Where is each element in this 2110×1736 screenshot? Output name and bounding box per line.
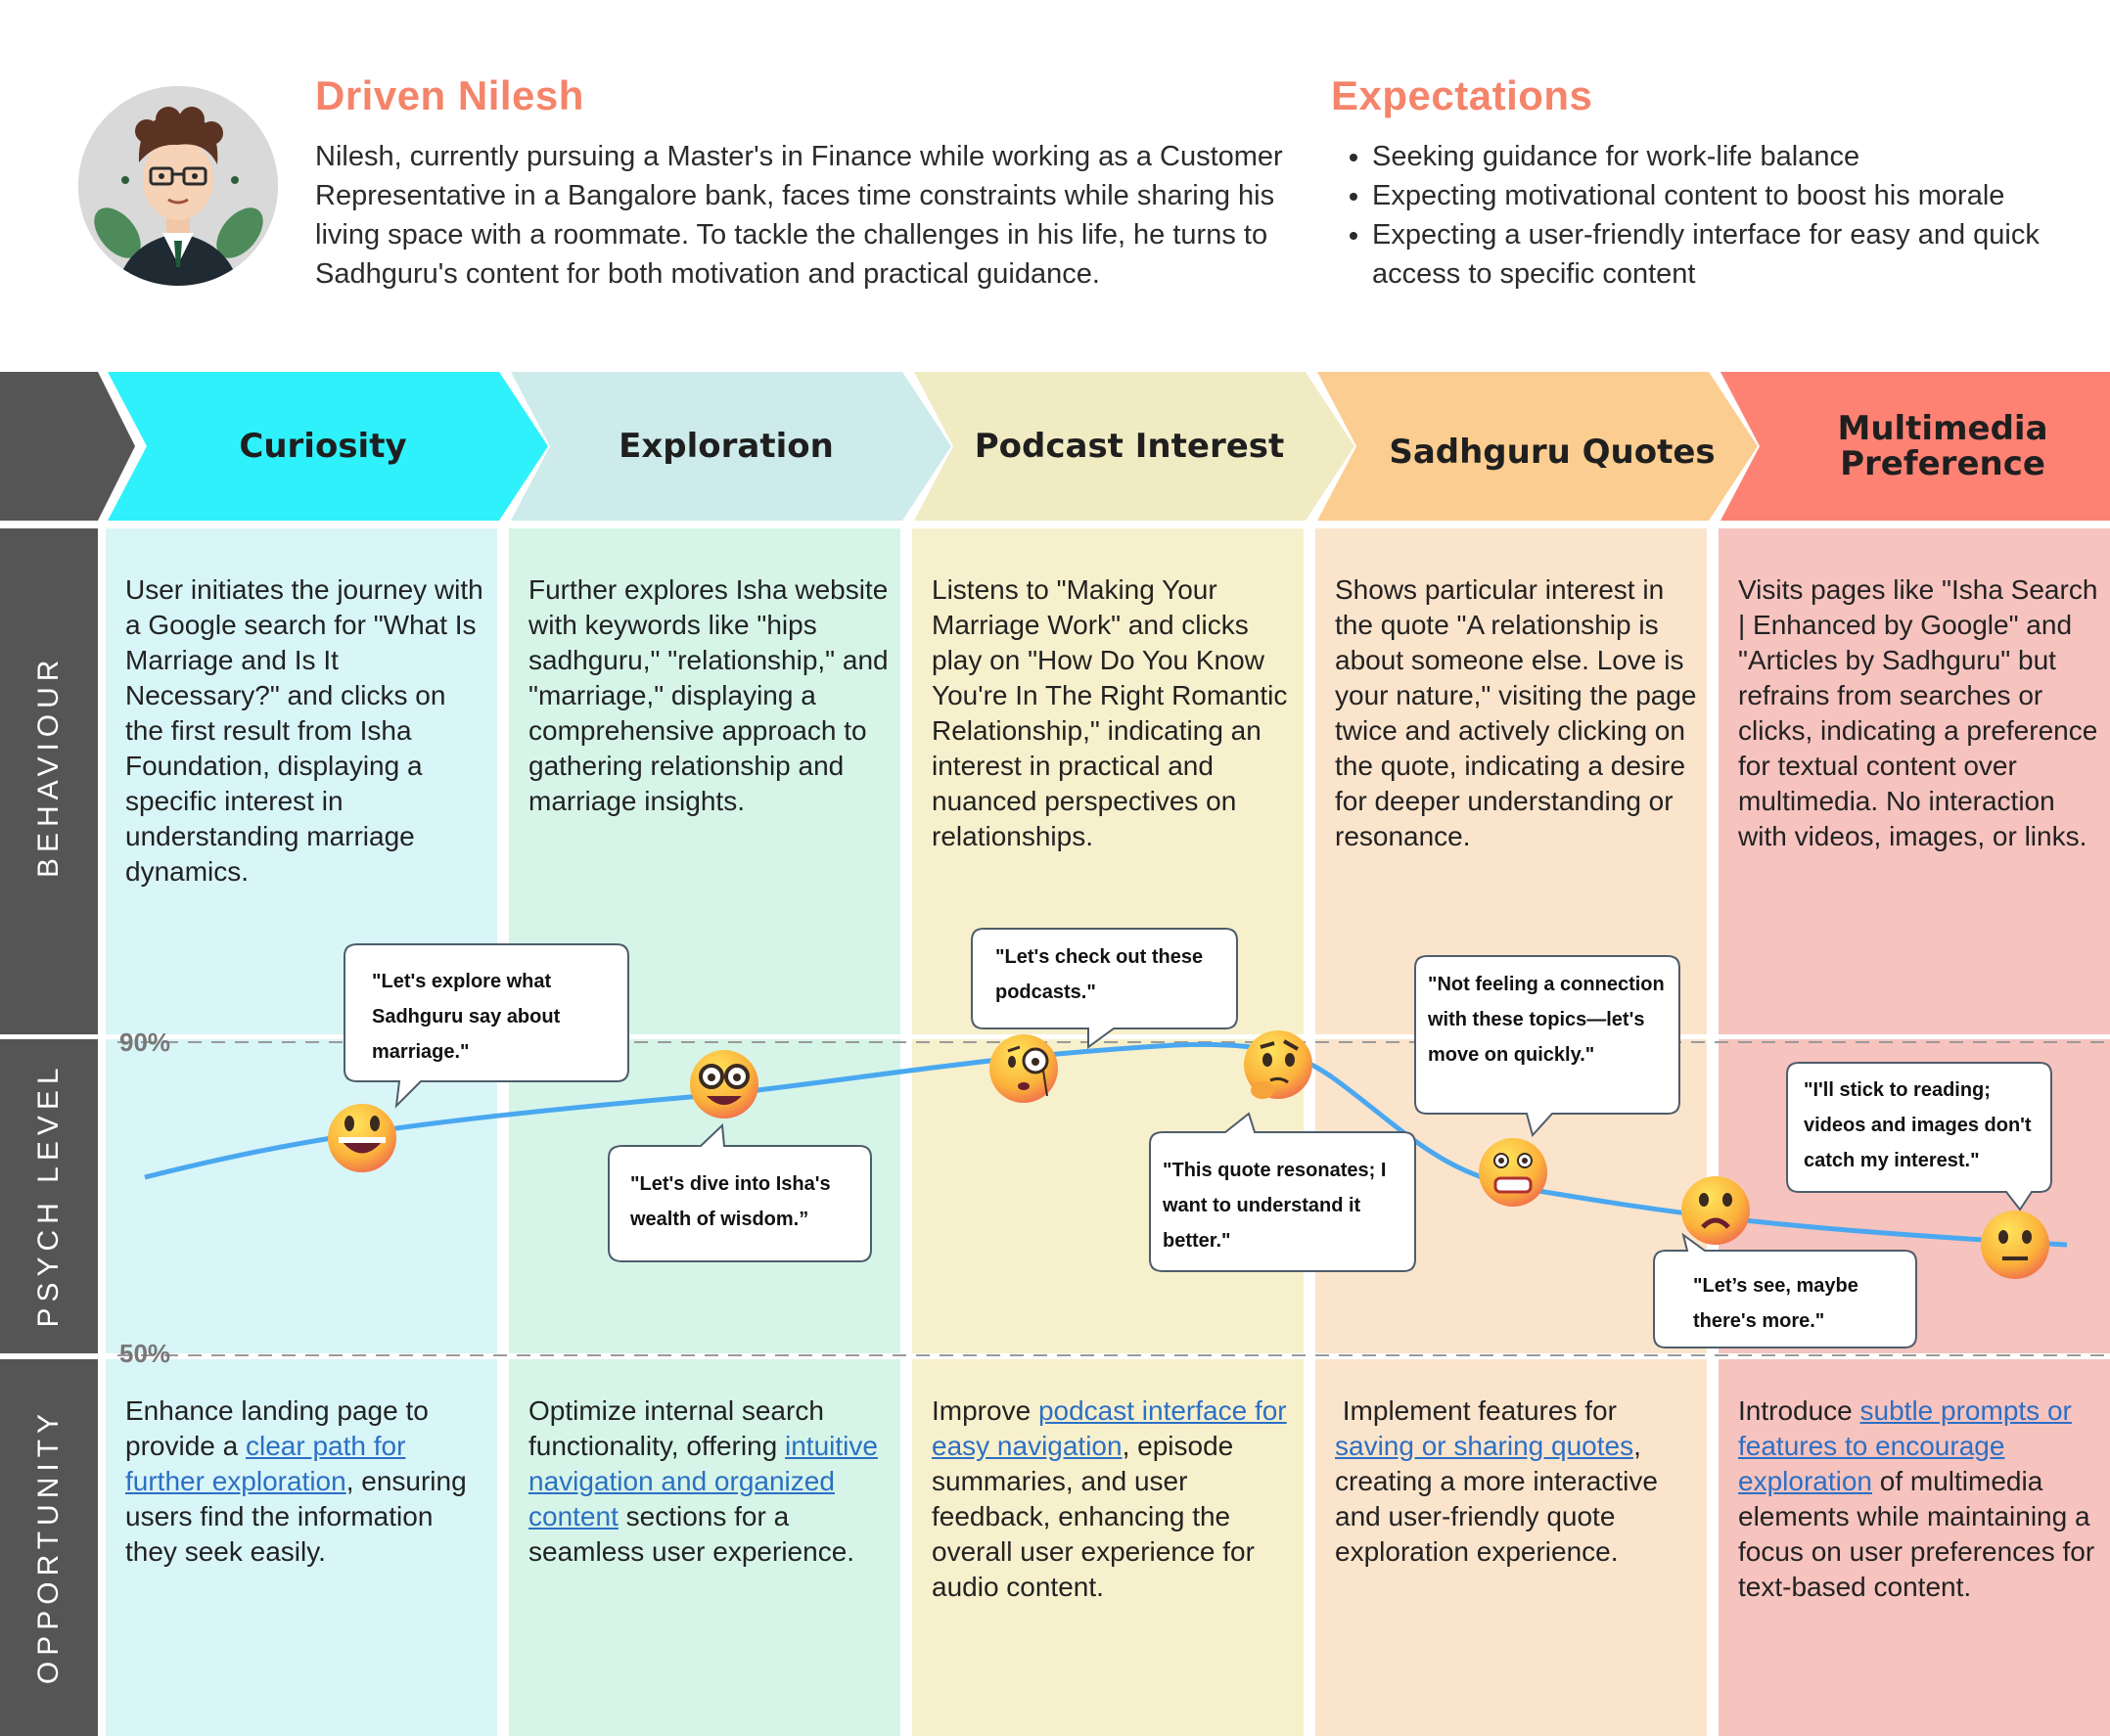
opportunity-link-exploration[interactable]: intuitive navigation and organized conte… (528, 1431, 878, 1531)
quote-quotes-no-connection: "Not feeling a connection with these top… (1428, 974, 1665, 1066)
stage-chevron-curiosity (108, 372, 548, 521)
stage-title-exploration: Exploration (619, 427, 834, 466)
stage-title-quotes: Sadhguru Quotes (1389, 433, 1716, 472)
row-label-behaviour: BEHAVIOUR (0, 528, 98, 1034)
psych-high-label: 90% (119, 1028, 171, 1057)
quote-quotes-resonates: "This quote resonates; I want to underst… (1163, 1160, 1387, 1252)
stage-chevron-exploration (511, 372, 951, 521)
persona-name: Driven Nilesh (315, 72, 584, 118)
quote-podcast: "Let's check out these podcasts." (995, 946, 1204, 1003)
opportunity-text-quotes: Implement features for saving or sharing… (1335, 1395, 1666, 1567)
expectation-item: Seeking guidance for work-life balance (1372, 137, 2110, 176)
opportunity-link-curiosity[interactable]: clear path for further exploration (125, 1431, 406, 1496)
row-label-psych: PSYCH LEVEL (0, 1039, 98, 1353)
stage-title-podcast: Podcast Interest (974, 427, 1285, 466)
opportunity-text-multimedia: Introduce subtle prompts or features to … (1738, 1395, 2095, 1602)
quote-curiosity: "Let's explore what Sadhguru say about m… (372, 971, 561, 1063)
stage-title-curiosity: Curiosity (239, 427, 407, 466)
column-bg-curiosity (106, 528, 497, 1736)
persona-illustration (78, 86, 278, 286)
persona-avatar (78, 86, 278, 286)
expectations-list: Seeking guidance for work-life balance E… (1331, 137, 2110, 294)
expectations-title: Expectations (1331, 72, 1593, 118)
stage-title-multimedia: Multimedia Preference (1762, 372, 2110, 521)
behaviour-text-quotes: Shows particular interest in the quote "… (1335, 574, 1697, 851)
psych-low-label: 50% (119, 1339, 171, 1368)
stage-chevron-multimedia (1720, 372, 2110, 521)
stage-chevron-podcast (914, 372, 1354, 521)
behaviour-text-exploration: Further explores Isha website with keywo… (528, 574, 889, 816)
opportunity-text-exploration: Optimize internal search functionality, … (528, 1395, 878, 1567)
stage-title-multimedia-text: Multimedia Preference (1837, 409, 2048, 483)
opportunity-link-podcast[interactable]: podcast interface for easy navigation (932, 1395, 1287, 1461)
opportunity-text-curiosity: Enhance landing page to provide a clear … (125, 1395, 467, 1567)
opportunity-link-multimedia[interactable]: subtle prompts or features to encourage … (1738, 1395, 2072, 1496)
behaviour-text-podcast: Listens to "Making Your Marriage Work" a… (932, 574, 1288, 851)
header-corner-arrow (0, 372, 135, 521)
expectation-item: Expecting a user-friendly interface for … (1372, 215, 2110, 294)
expectation-item: Expecting motivational content to boost … (1372, 176, 2110, 215)
quote-multimedia-reading: "I'll stick to reading; videos and image… (1804, 1079, 2032, 1171)
row-label-opportunity: OPPORTUNITY (0, 1359, 98, 1736)
behaviour-text-curiosity: User initiates the journey with a Google… (125, 574, 483, 887)
opportunity-text-podcast: Improve podcast interface for easy navig… (932, 1395, 1287, 1602)
quote-exploration: "Let's dive into Isha's wealth of wisdom… (630, 1173, 831, 1230)
quote-multimedia-maybe: "Let’s see, maybe there's more." (1693, 1275, 1858, 1332)
behaviour-text-multimedia: Visits pages like "Isha Search | Enhance… (1738, 574, 2098, 851)
persona-description: Nilesh, currently pursuing a Master's in… (315, 141, 1283, 290)
opportunity-link-quotes[interactable]: saving or sharing quotes (1335, 1431, 1634, 1461)
stage-chevron-quotes (1317, 372, 1758, 521)
